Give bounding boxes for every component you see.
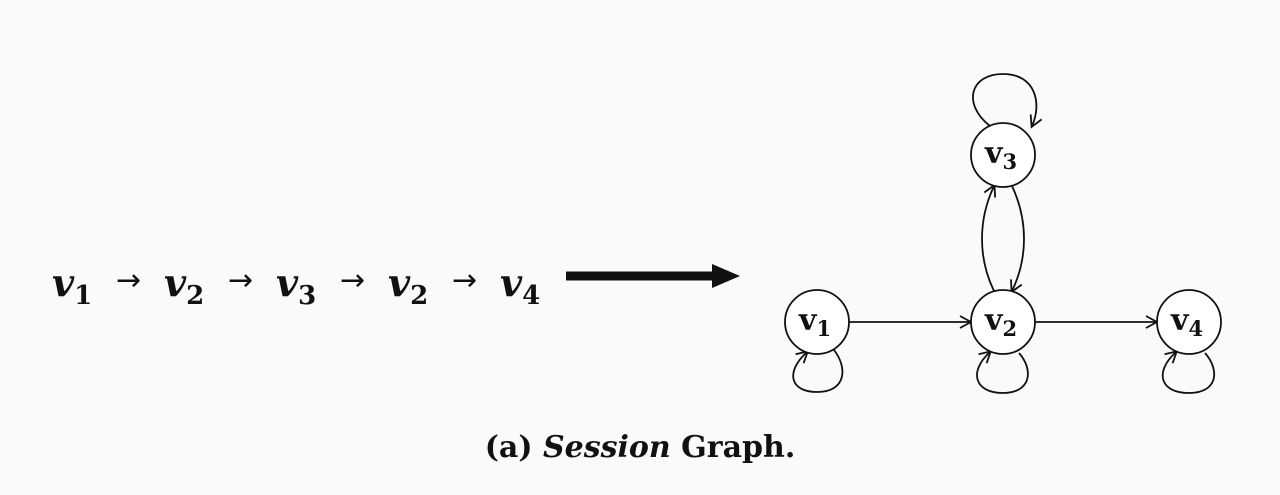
node-label-base: v — [1170, 303, 1190, 338]
node-label-base: v — [984, 303, 1004, 338]
sequence-item-base: v — [500, 260, 523, 305]
sequence-item-subscript: 4 — [522, 281, 540, 311]
sequence-arrow: → — [116, 263, 141, 298]
node-label: v1 — [798, 303, 831, 341]
sequence-arrow: → — [340, 263, 365, 298]
node-label-subscript: 2 — [1002, 316, 1017, 341]
caption-suffix: Graph. — [670, 430, 796, 465]
figure-caption: (a) Session Graph. — [0, 430, 1280, 465]
sequence-item-base: v — [164, 260, 187, 305]
node-v4: v4 — [1156, 289, 1222, 355]
sequence-arrow: → — [228, 263, 253, 298]
node-label-subscript: 3 — [1002, 149, 1017, 174]
sequence-item-4: v2 — [388, 260, 428, 311]
edge-v1-v1 — [792, 349, 844, 393]
edge-v2-v2 — [976, 350, 1029, 394]
node-circle — [970, 122, 1036, 188]
edge-v2-v3 — [981, 183, 997, 292]
sequence-item-5: v4 — [500, 260, 540, 311]
node-label-subscript: 1 — [816, 316, 831, 341]
sequence-item-2: v2 — [164, 260, 204, 311]
edge-v3-v3 — [972, 73, 1043, 129]
edge-v4-v4 — [1161, 350, 1215, 394]
node-v2: v2 — [970, 289, 1036, 355]
graph-edges — [792, 73, 1215, 394]
edge-v3-v2 — [1010, 185, 1025, 294]
node-circle — [1156, 289, 1222, 355]
node-label: v4 — [1170, 303, 1203, 341]
sequence-item-subscript: 2 — [186, 281, 204, 311]
node-circle — [784, 289, 850, 355]
node-label: v2 — [984, 303, 1017, 341]
node-label-base: v — [984, 136, 1004, 171]
node-v1: v1 — [784, 289, 850, 355]
node-label-base: v — [798, 303, 818, 338]
sequence-item-subscript: 1 — [74, 281, 92, 311]
node-label: v3 — [984, 136, 1017, 174]
sequence-item-base: v — [52, 260, 75, 305]
sequence-item-1: v1 — [52, 260, 92, 311]
caption-prefix: (a) — [484, 430, 543, 465]
sequence-item-subscript: 2 — [410, 281, 428, 311]
sequence-item-base: v — [276, 260, 299, 305]
sequence-item-subscript: 3 — [298, 281, 316, 311]
node-circle — [970, 289, 1036, 355]
node-label-subscript: 4 — [1188, 316, 1203, 341]
transform-arrow — [566, 264, 740, 288]
sequence-arrow: → — [452, 263, 477, 298]
node-v3: v3 — [970, 122, 1036, 188]
sequence-item-3: v3 — [276, 260, 316, 311]
sequence-item-base: v — [388, 260, 411, 305]
caption-italic: Session — [542, 430, 671, 465]
